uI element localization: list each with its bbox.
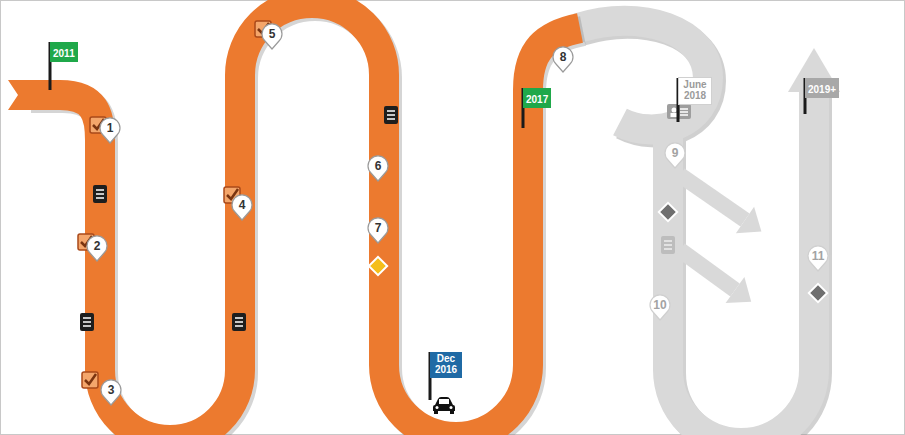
- marker-pin-shape: [368, 218, 388, 243]
- road: [28, 3, 580, 435]
- callout-number: 11: [807, 245, 829, 267]
- callout-number: 6: [367, 155, 389, 177]
- step-marker: 5: [261, 23, 283, 51]
- marker-pin-shape: [87, 236, 107, 261]
- document-icon: [93, 185, 107, 203]
- callout-number: 2: [86, 235, 108, 257]
- step-marker: 6: [367, 155, 389, 183]
- document-icon: [232, 313, 246, 331]
- callout-number: 4: [231, 194, 253, 216]
- marker-pin-shape: [665, 143, 685, 168]
- callout-number: 10: [649, 294, 671, 316]
- step-marker: 3: [100, 379, 122, 407]
- flag-poles: [50, 42, 805, 400]
- callout-number: 8: [552, 46, 574, 68]
- step-marker: 11: [807, 245, 829, 273]
- flag-label: June 2018: [682, 79, 708, 101]
- marker-pin-shape: [650, 295, 670, 320]
- flag-label: 2019+: [808, 84, 836, 95]
- road-loop: [578, 21, 708, 130]
- milestone-diamond: [369, 257, 387, 275]
- road-shadow: [581, 24, 817, 435]
- year-flag: 2017: [523, 88, 551, 108]
- date-flag: Dec 2016: [430, 352, 462, 378]
- marker-pin-shape: [553, 47, 573, 72]
- step-marker: 1: [99, 117, 121, 145]
- checkbox-icons: [78, 21, 271, 388]
- future-road: [578, 21, 840, 435]
- road-tail: [8, 80, 30, 110]
- car-icon: [433, 397, 455, 414]
- step-marker: 10: [649, 294, 671, 322]
- step-marker: 2: [86, 235, 108, 263]
- branch-arrow: [680, 250, 735, 290]
- marker-pin-shape: [100, 118, 120, 143]
- marker-pin-shape: [101, 380, 121, 405]
- step-marker: 8: [552, 46, 574, 74]
- document-icon: [384, 106, 398, 124]
- marker-pin-shape: [232, 195, 252, 220]
- step-marker: 9: [664, 142, 686, 170]
- branch-arrowhead: [726, 277, 752, 303]
- year-flag: 2011: [50, 42, 78, 62]
- callout-number: 1: [99, 117, 121, 139]
- marker-pin-shape: [262, 24, 282, 49]
- step-marker: 4: [231, 194, 253, 222]
- callout-number: 7: [367, 217, 389, 239]
- checkbox-icon: [82, 372, 98, 388]
- branch-arrow: [680, 175, 745, 220]
- year-flag: 2019+: [805, 78, 839, 98]
- document-icons: [80, 106, 675, 331]
- flag-label: 2011: [53, 48, 75, 59]
- branch-arrowhead: [736, 207, 762, 233]
- callout-number: 9: [664, 142, 686, 164]
- document-icon: [80, 313, 94, 331]
- marker-pin-shape: [368, 156, 388, 181]
- document-icon: [661, 236, 675, 254]
- flag-label: Dec 2016: [433, 353, 459, 375]
- road-leg: [668, 88, 814, 435]
- milestone-diamond: [809, 284, 827, 302]
- flag-label: 2017: [526, 94, 548, 105]
- date-flag: June 2018: [678, 77, 712, 105]
- marker-pin-shape: [808, 246, 828, 271]
- milestone-diamond: [659, 203, 677, 221]
- step-marker: 7: [367, 217, 389, 245]
- callout-number: 5: [261, 23, 283, 45]
- callout-number: 3: [100, 379, 122, 401]
